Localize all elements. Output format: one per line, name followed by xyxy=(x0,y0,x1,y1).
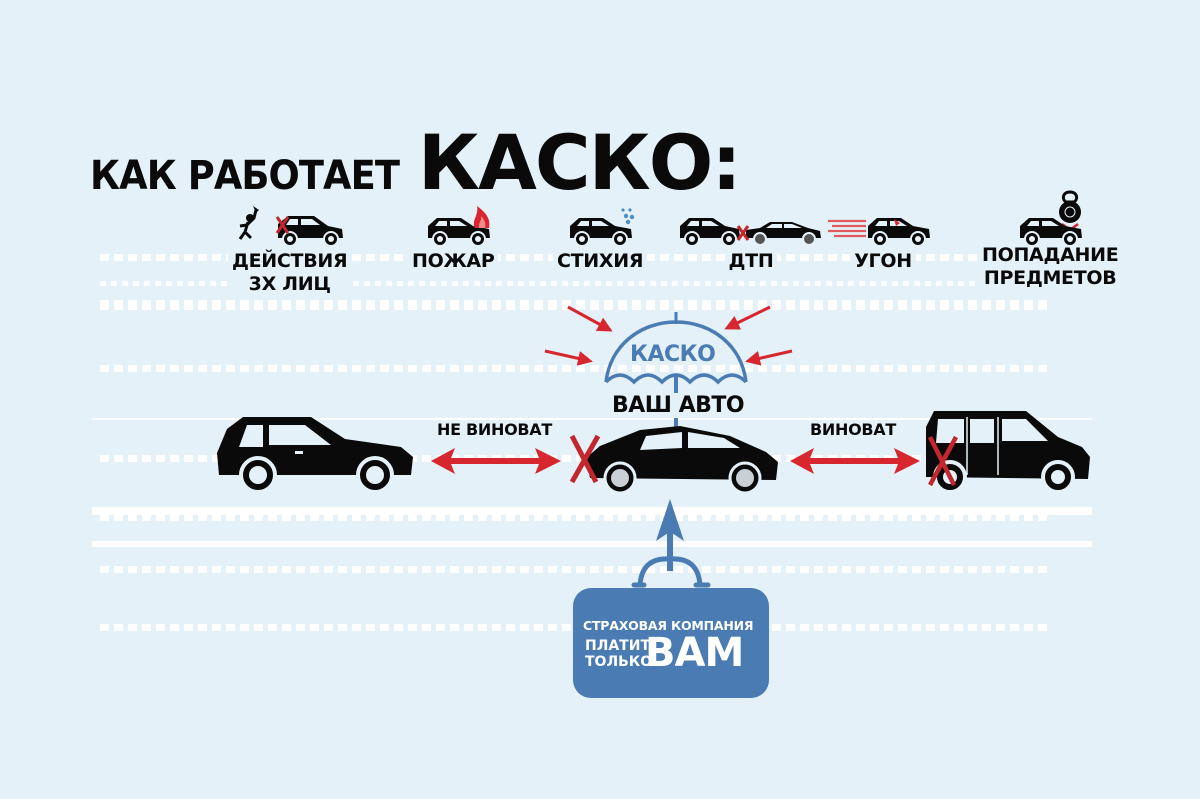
other-car-not-at-fault-icon xyxy=(217,417,413,494)
risk-nature: СТИХИЯ xyxy=(553,204,648,273)
falling-object-car-icon xyxy=(1020,190,1083,247)
theft-car-icon xyxy=(828,218,930,247)
risk-label: ПОПАДАНИЕ ПРЕДМЕТОВ xyxy=(978,244,1123,290)
you-emphasis: ВАМ xyxy=(645,630,744,676)
double-arrow-left-icon xyxy=(431,448,561,474)
vandal-car-icon xyxy=(238,206,344,247)
road-marking xyxy=(100,300,1050,310)
payout-arrow-icon xyxy=(631,499,711,588)
other-van-at-fault-icon xyxy=(926,411,1090,494)
double-arrow-right-icon xyxy=(790,448,920,474)
hail-car-icon xyxy=(570,208,635,247)
risk-third-party: ДЕЙСТВИЯ 3Х ЛИЦ xyxy=(228,204,352,296)
insurer-pays-box: СТРАХОВАЯ КОМПАНИЯ ПЛАТИТ ТОЛЬКО ВАМ xyxy=(573,588,769,698)
risk-label: ДТП xyxy=(728,250,774,272)
page-title: КАК РАБОТАЕТ КАСКО: xyxy=(90,118,742,207)
fire-car-icon xyxy=(428,206,491,247)
road-marking xyxy=(100,281,1050,286)
road-marking xyxy=(100,566,1050,573)
your-car-caption: ВАШ АВТО xyxy=(612,393,745,418)
risk-label: УГОН xyxy=(854,250,912,272)
road-marking xyxy=(100,455,1050,462)
risk-label: ДЕЙСТВИЯ 3Х ЛИЦ xyxy=(228,250,352,296)
not-at-fault-label: НЕ ВИНОВАТ xyxy=(437,420,552,439)
umbrella-label: КАСКО xyxy=(630,342,716,367)
road-line xyxy=(92,541,1092,547)
at-fault-label: ВИНОВАТ xyxy=(810,420,896,439)
your-car-icon xyxy=(569,426,778,495)
pays-only-label: ПЛАТИТ ТОЛЬКО xyxy=(585,638,653,670)
title-prefix: КАК РАБОТАЕТ xyxy=(90,153,400,199)
road-line xyxy=(92,418,1092,420)
road-marking xyxy=(100,365,1050,372)
risk-falling-objects: ПОПАДАНИЕ ПРЕДМЕТОВ xyxy=(978,190,1123,290)
risk-accident: ДТП xyxy=(676,204,826,273)
risk-fire: ПОЖАР xyxy=(408,204,499,273)
insurer-label: СТРАХОВАЯ КОМПАНИЯ xyxy=(583,618,754,633)
title-emphasis: КАСКО: xyxy=(417,118,742,207)
risk-theft: УГОН xyxy=(828,204,938,273)
risk-label: ПОЖАР xyxy=(412,250,495,272)
road-line xyxy=(92,507,1092,515)
risk-label: СТИХИЯ xyxy=(557,250,644,272)
road-marking xyxy=(100,515,1050,521)
collision-cars-icon xyxy=(680,218,821,247)
